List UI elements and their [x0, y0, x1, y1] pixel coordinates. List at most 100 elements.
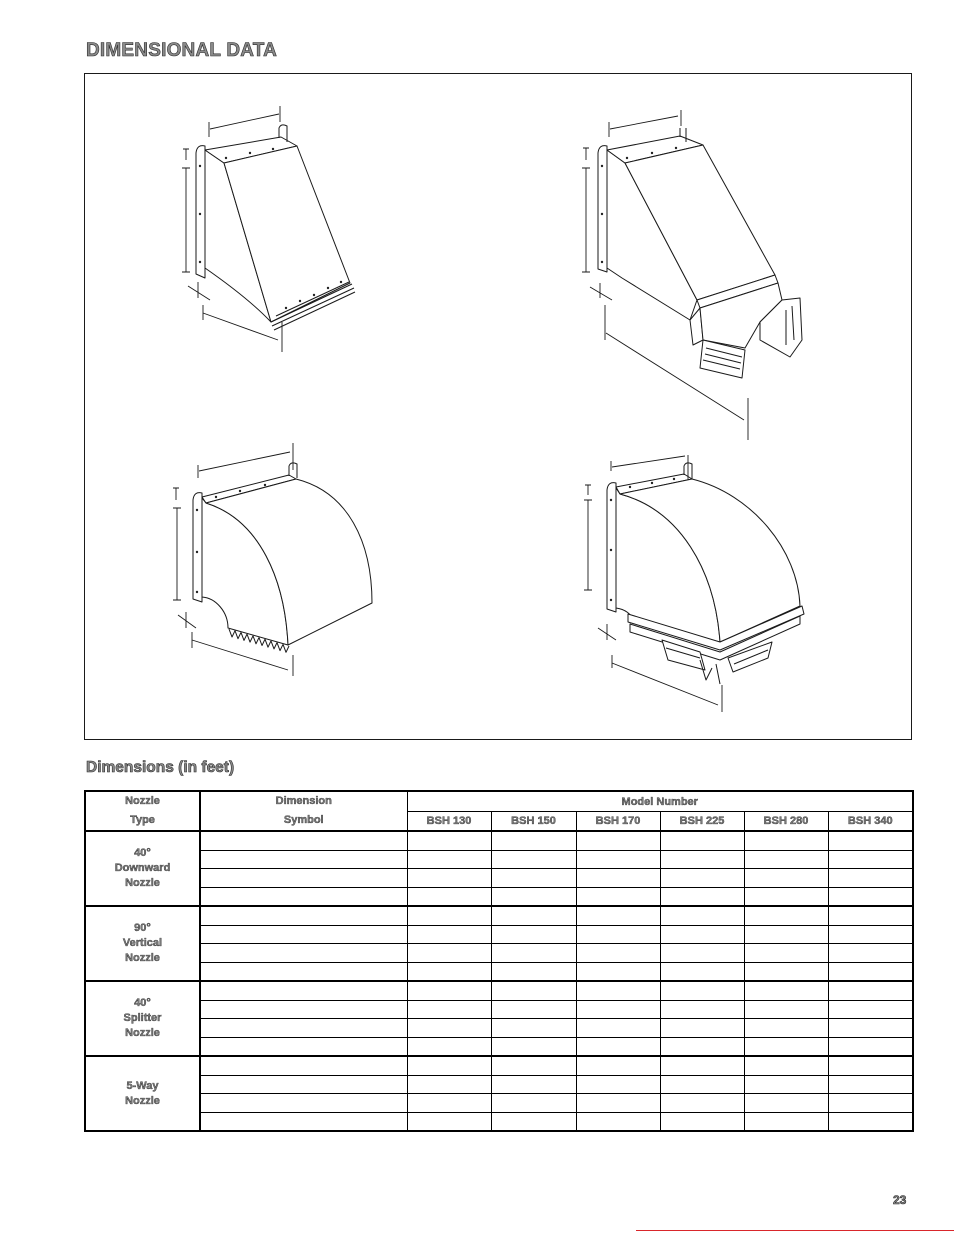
figure-panel [84, 73, 912, 740]
header-row: Nozzle Type Dimension Symbol Model Numbe… [84, 790, 914, 832]
dimension-symbol-cell [199, 886, 408, 907]
louver-tabs [665, 647, 769, 685]
dimension-symbol-cell [199, 868, 408, 888]
dimension-symbol-cell [199, 1093, 408, 1113]
rear-lip [288, 462, 298, 478]
model-value-cell [490, 1036, 577, 1057]
model-value-cell [406, 849, 492, 869]
dimension-symbol-cell [199, 830, 408, 851]
splitter-nozzle-drawing [173, 443, 373, 676]
nozzle-drawings [173, 106, 805, 712]
model-value-cell [827, 999, 914, 1019]
model-value-cell [575, 886, 661, 907]
nozzle-type-label-line: Nozzle [125, 1094, 160, 1107]
table-row [85, 1074, 914, 1094]
model-value-cell [827, 1093, 914, 1113]
model-value-cell [490, 924, 577, 944]
header-line: Symbol [283, 814, 324, 826]
model-value-cell [406, 999, 492, 1019]
table-row [85, 1036, 914, 1057]
model-value-cell [743, 1111, 829, 1132]
header-line: Nozzle [125, 795, 160, 807]
dimensions-table: Nozzle Type Dimension Symbol Model Numbe… [84, 790, 914, 1132]
vertical-nozzle-drawing [582, 110, 803, 440]
dimension-lines [182, 106, 283, 352]
nozzle-type-label-line: 90° [134, 922, 151, 934]
table-row [85, 849, 914, 869]
rivet-dots [600, 146, 678, 264]
outlet-band-upper [627, 605, 805, 651]
nozzle-type-label-line: 40° [134, 997, 151, 1009]
nozzle-type-label-line: Vertical [122, 937, 163, 949]
rear-lip [683, 462, 693, 480]
model-value-cell [490, 905, 577, 926]
model-header-bsh-130: BSH 130 [406, 811, 492, 832]
model-value-cell [659, 1093, 745, 1113]
model-value-cell [575, 1036, 661, 1057]
model-value-cell [827, 1018, 914, 1038]
dimension-lines [582, 110, 749, 440]
table-row [85, 961, 914, 982]
model-value-cell [406, 905, 492, 926]
table-row [85, 943, 914, 963]
dimension-symbol-cell [199, 1074, 408, 1094]
mounting-flange [606, 482, 617, 613]
model-value-cell [659, 924, 745, 944]
rear-lip [679, 128, 687, 142]
model-value-cell [743, 849, 829, 869]
page-title: DIMENSIONAL DATA [86, 40, 278, 62]
model-value-cell [575, 1093, 661, 1113]
nozzle-type-label-line: 5-Way [126, 1079, 159, 1092]
model-value-cell [575, 999, 661, 1019]
outlet-grille [270, 281, 356, 331]
model-header-bsh-225: BSH 225 [659, 811, 745, 832]
table-row [85, 1111, 914, 1132]
model-value-cell [827, 849, 914, 869]
model-value-cell [406, 924, 492, 944]
model-value-cell [490, 1093, 577, 1113]
model-value-cell [743, 830, 829, 851]
model-value-cell [659, 1055, 745, 1076]
mounting-flange [597, 145, 608, 273]
page-number: 23 [893, 1193, 907, 1208]
model-value-cell [406, 980, 492, 1001]
table-row [85, 1018, 914, 1038]
model-value-cell [406, 1074, 492, 1094]
rivet-dots [198, 147, 343, 310]
model-value-cell [659, 999, 745, 1019]
model-value-cell [406, 961, 492, 982]
dimension-symbol-cell [199, 1055, 408, 1076]
table-row [85, 886, 914, 907]
model-header-bsh-150: BSH 150 [490, 811, 577, 832]
section-heading: Dimensions (in feet) [86, 759, 235, 777]
model-value-cell [827, 1111, 914, 1132]
model-value-cell [575, 961, 661, 982]
model-value-cell [490, 980, 577, 1001]
dimension-symbol-cell [199, 849, 408, 869]
model-value-cell [575, 868, 661, 888]
model-value-cell [406, 1093, 492, 1113]
dimension-symbol-cell [199, 1111, 408, 1132]
model-value-cell [575, 943, 661, 963]
model-value-cell [743, 961, 829, 982]
nozzle-type-header: Nozzle Type [84, 790, 201, 832]
table-row [85, 868, 914, 888]
model-header-bsh-170: BSH 170 [575, 811, 661, 832]
model-value-cell [659, 1036, 745, 1057]
outlet-louvers [702, 305, 795, 370]
model-value-cell [827, 886, 914, 907]
model-value-cell [575, 849, 661, 869]
model-value-cell [743, 999, 829, 1019]
model-value-cell [406, 868, 492, 888]
model-value-cell [827, 830, 914, 851]
model-value-cell [406, 1055, 492, 1076]
table-row [85, 1093, 914, 1113]
nozzle-type-label-line: Nozzle [125, 952, 160, 964]
five-way-nozzle-drawing [584, 455, 805, 712]
nozzle-type-label-line: Downward [114, 862, 171, 874]
